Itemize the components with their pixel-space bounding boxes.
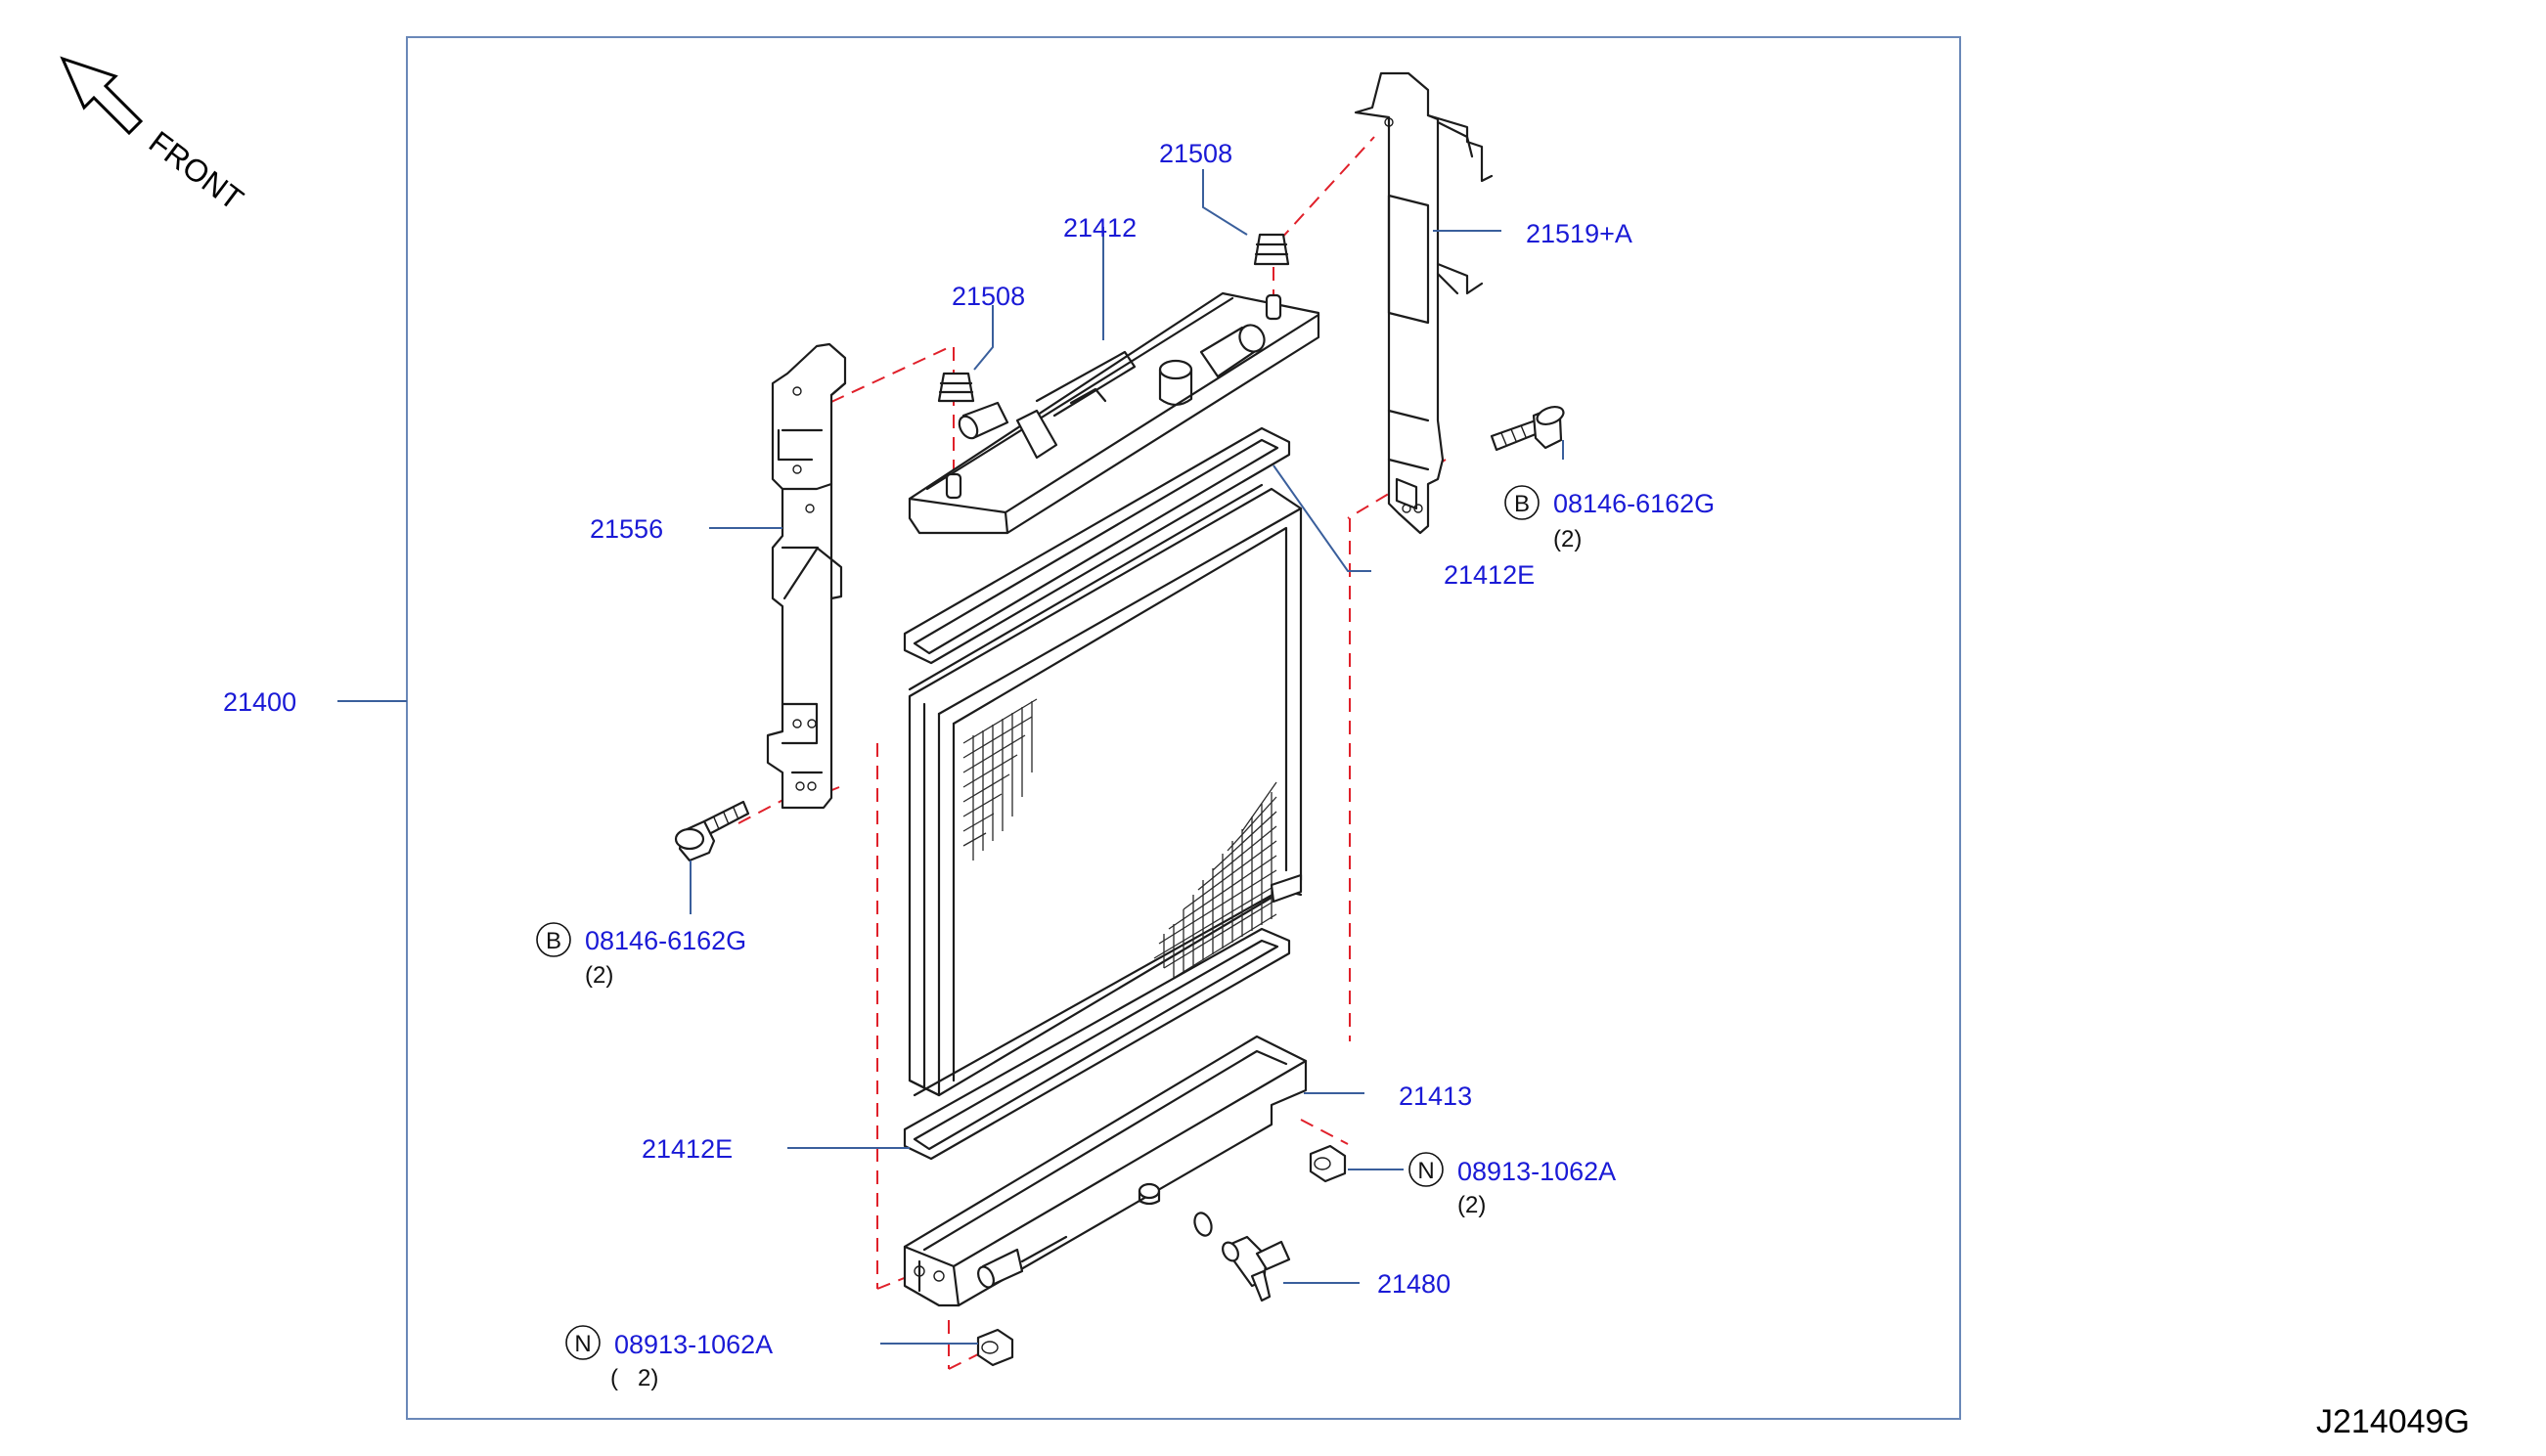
diagram-frame [406, 36, 1961, 1420]
nut-quantity: ( 2) [610, 1365, 658, 1391]
bolt-symbol: B [546, 928, 561, 954]
nut-quantity: (2) [1457, 1192, 1486, 1218]
callout-21519: 21519+A [1526, 219, 1632, 248]
callout-21508-left: 21508 [952, 282, 1025, 311]
right-bracket-21519 [1354, 71, 1494, 535]
front-label: FRONT [143, 124, 250, 217]
callout-21556: 21556 [590, 514, 663, 544]
cushion-21508-right [1253, 233, 1290, 266]
bolt-right [1490, 405, 1565, 452]
nut-symbol: N [574, 1331, 591, 1357]
bolt-left [674, 800, 750, 862]
callout-bolt-left: B 08146-6162G (2) [536, 922, 746, 989]
mounting-dash-lines [737, 136, 1447, 1370]
callout-21508-right: 21508 [1159, 139, 1232, 168]
nut-left [976, 1328, 1014, 1367]
lower-seal-21412e [903, 927, 1291, 1161]
nut-symbol-badge [1408, 1152, 1444, 1187]
drain-cock-21480 [1222, 1235, 1291, 1302]
callout-21480: 21480 [1377, 1269, 1451, 1299]
bolt-quantity: (2) [1553, 526, 1582, 552]
callout-21400: 21400 [223, 687, 296, 717]
radiator-core [908, 483, 1303, 1097]
bolt-symbol: B [1514, 491, 1530, 517]
nut-part-number: 08913-1062A [1457, 1157, 1616, 1186]
upper-tank-21412 [908, 291, 1320, 535]
bolt-part-number: 08146-6162G [585, 926, 746, 955]
front-arrow-icon [60, 56, 144, 136]
bolt-quantity: (2) [585, 962, 613, 989]
diagram-code: J214049G [2316, 1403, 2470, 1440]
nut-symbol: N [1417, 1158, 1434, 1184]
o-ring [1193, 1212, 1213, 1237]
lower-tank-21413 [903, 1035, 1308, 1307]
upper-seal-21412e [903, 426, 1291, 665]
nut-part-number: 08913-1062A [614, 1330, 773, 1359]
callout-nut-left: N 08913-1062A ( 2) [565, 1325, 773, 1391]
callout-21413: 21413 [1399, 1081, 1472, 1111]
cushion-21508-left [937, 372, 975, 403]
callout-21412: 21412 [1063, 213, 1137, 243]
bolt-part-number: 08146-6162G [1553, 489, 1715, 518]
nut-symbol-badge [565, 1325, 601, 1360]
nut-right [1309, 1144, 1347, 1183]
callout-21412e-top: 21412E [1444, 560, 1535, 590]
leader-lines [337, 169, 1564, 1345]
bolt-symbol-badge [1504, 485, 1540, 520]
callout-nut-right: N 08913-1062A (2) [1408, 1152, 1616, 1218]
left-bracket-21556 [766, 342, 847, 810]
callout-bolt-right: B 08146-6162G (2) [1504, 485, 1715, 552]
callout-21412e-bottom: 21412E [642, 1134, 733, 1164]
bolt-symbol-badge [536, 922, 571, 957]
